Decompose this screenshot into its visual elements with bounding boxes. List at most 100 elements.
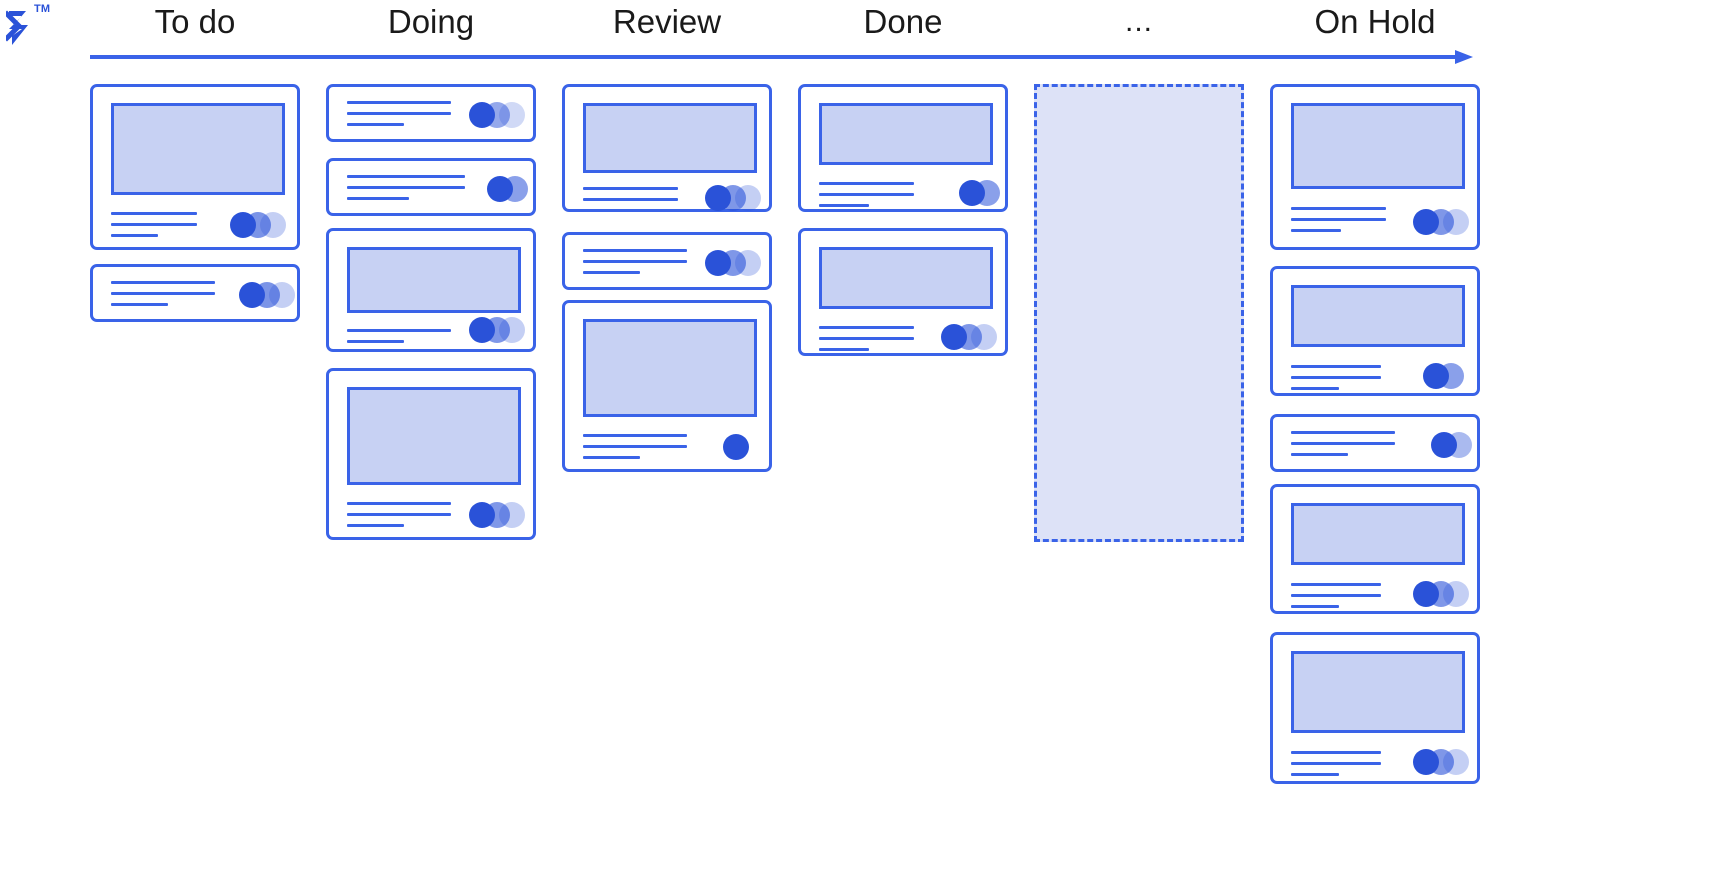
card-text-line [1291,387,1339,390]
card-avatar-group[interactable] [705,250,761,276]
avatar[interactable] [1413,581,1439,607]
column-header-placeholder[interactable]: ... [999,0,1279,44]
avatar[interactable] [1423,363,1449,389]
column-header-label: To do [154,3,236,40]
card-text-line [347,524,404,527]
card-avatar-group[interactable] [469,317,525,343]
card-text-line [1291,773,1339,776]
card-text-line [347,197,409,200]
card-text-line [111,303,168,306]
card-onhold-1[interactable] [1270,84,1480,250]
card-image-placeholder [583,319,757,417]
card-todo-2[interactable] [90,264,300,322]
empty-column-dropzone[interactable] [1034,84,1244,542]
card-text-line [347,329,451,332]
card-onhold-3[interactable] [1270,414,1480,472]
card-text-line [583,198,678,201]
card-text-line [1291,453,1348,456]
card-image-placeholder [111,103,285,195]
card-image-placeholder [1291,103,1465,189]
card-text-line [111,281,215,284]
card-text-line [1291,594,1381,597]
card-onhold-2[interactable] [1270,266,1480,396]
card-text-line [1291,229,1341,232]
card-avatar-group[interactable] [941,324,997,350]
card-avatar-group[interactable] [230,212,286,238]
card-avatar-group[interactable] [1413,209,1469,235]
avatar[interactable] [469,317,495,343]
card-text-line [583,445,687,448]
avatar[interactable] [487,176,513,202]
card-avatar-group[interactable] [239,282,295,308]
card-avatar-group[interactable] [487,176,528,202]
card-text-line [583,456,640,459]
card-image-placeholder [819,103,993,165]
card-image-placeholder [347,387,521,485]
card-text-line [583,260,687,263]
card-done-2[interactable] [798,228,1008,356]
card-review-1[interactable] [562,84,772,212]
avatar[interactable] [469,502,495,528]
card-text-line [819,182,914,185]
card-onhold-4[interactable] [1270,484,1480,614]
avatar[interactable] [1413,209,1439,235]
card-text-line [347,112,451,115]
card-done-1[interactable] [798,84,1008,212]
card-image-placeholder [583,103,757,173]
card-avatar-group[interactable] [1413,749,1469,775]
card-text-line [583,249,687,252]
flow-arrow-head-icon [1455,50,1473,64]
card-avatar-group[interactable] [1413,581,1469,607]
card-avatar-group[interactable] [469,502,525,528]
column-header-review[interactable]: Review [527,0,807,44]
card-text-line [819,326,914,329]
progress-flow-arrow [90,50,1480,66]
card-avatar-group[interactable] [723,434,749,460]
column-header-doing[interactable]: Doing [291,0,571,44]
card-avatar-group[interactable] [705,185,761,211]
card-image-placeholder [1291,651,1465,733]
card-todo-1[interactable] [90,84,300,250]
card-text-line [583,271,640,274]
column-header-todo[interactable]: To do [55,0,335,44]
avatar[interactable] [705,185,731,211]
avatar[interactable] [1431,432,1457,458]
card-text-line [347,186,465,189]
column-header-label: Review [612,3,722,40]
avatar[interactable] [1413,749,1439,775]
trademark-symbol: TM [34,3,51,15]
card-text-line [1291,218,1386,221]
card-doing-1[interactable] [326,84,536,142]
card-doing-3[interactable] [326,228,536,352]
card-text-line [1291,583,1381,586]
avatar[interactable] [941,324,967,350]
card-doing-2[interactable] [326,158,536,216]
card-text-line [1291,762,1381,765]
card-text-line [347,502,451,505]
avatar[interactable] [469,102,495,128]
card-text-line [1291,442,1395,445]
card-text-line [583,434,687,437]
column-header-label: On Hold [1314,3,1436,40]
avatar[interactable] [230,212,256,238]
card-onhold-5[interactable] [1270,632,1480,784]
avatar[interactable] [959,180,985,206]
flow-arrow-line [90,55,1462,59]
brand-logo[interactable]: TM [4,2,64,48]
avatar[interactable] [239,282,265,308]
card-avatar-group[interactable] [1423,363,1464,389]
avatar[interactable] [705,250,731,276]
card-avatar-group[interactable] [469,102,525,128]
card-review-3[interactable] [562,300,772,472]
avatar[interactable] [723,434,749,460]
card-text-line [347,123,404,126]
card-avatar-group[interactable] [1431,432,1472,458]
column-header-onhold[interactable]: On Hold [1235,0,1515,44]
chevron-brand-logo-icon [6,10,28,45]
card-doing-4[interactable] [326,368,536,540]
card-review-2[interactable] [562,232,772,290]
card-avatar-group[interactable] [959,180,1000,206]
column-header-done[interactable]: Done [763,0,1043,44]
card-text-line [347,101,451,104]
